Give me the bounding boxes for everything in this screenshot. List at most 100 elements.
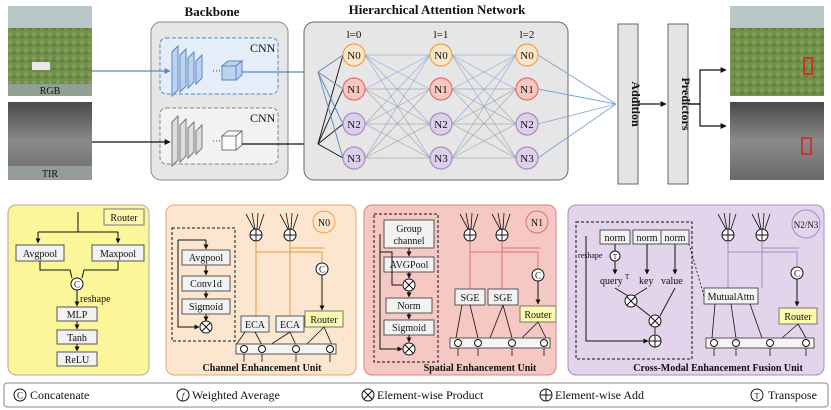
cnn-label-tir: CNN [250, 111, 276, 125]
tir-output-image [730, 102, 824, 180]
han-edge [451, 123, 517, 159]
han-output-edge [537, 54, 617, 105]
legend-transpose: Transpose [768, 388, 817, 402]
router-panel-title: Router [110, 213, 138, 224]
han-input-tir-edge [317, 143, 344, 159]
han-title: Hierarchical Attention Network [349, 2, 526, 17]
router-panel: Router Avgpool Maxpool C reshape MLP Tan… [7, 204, 150, 376]
legend: C Concatenate f Weighted Average Element… [3, 382, 829, 408]
channel-avgpool: Avgpool [189, 253, 223, 264]
svg-text:···: ··· [212, 66, 221, 76]
spatial-router: Router [524, 310, 552, 321]
han-edge [451, 54, 517, 90]
router-mlp: MLP [67, 310, 88, 321]
predictors-label: Predictors [679, 77, 693, 130]
han-node-label: N0 [434, 50, 448, 62]
legend-element-product: Element-wise Product [377, 388, 484, 402]
svg-text:C: C [17, 391, 23, 401]
spatial-sge-1: SGE [461, 293, 480, 304]
han-node-label: N2 [347, 119, 360, 131]
channel-enhancement-panel: N0 Avgpool Conv1d Sigmoid C ECA ECA [165, 204, 357, 376]
han-node [515, 112, 539, 136]
han-edge [364, 123, 431, 159]
han-edge [364, 54, 431, 90]
crossmodal-norm-3: norm [664, 233, 685, 244]
legend-weighted-average: Weighted Average [192, 388, 280, 402]
han-node [342, 112, 366, 136]
spatial-avgpool: AVGPool [390, 260, 429, 271]
crossmodal-mutualattn: MutualAttn [708, 292, 755, 303]
crossmodal-value: value [661, 276, 683, 287]
tir-cnn-layers: ··· [171, 114, 244, 168]
han-input-rgb-edge [317, 71, 344, 125]
han-edge [364, 54, 431, 159]
cnn-label-rgb: CNN [250, 41, 276, 55]
han-node [429, 146, 453, 170]
router-relu: ReLU [65, 355, 90, 366]
crossmodal-router: Router [784, 312, 812, 323]
spatial-norm: Norm [397, 301, 421, 312]
han-output-edge [537, 88, 617, 105]
svg-text:T: T [613, 253, 618, 261]
han-node-label: N2 [520, 119, 533, 131]
han-input-tir-edge [317, 54, 344, 145]
han-input-rgb-edge [317, 54, 344, 73]
crossmodal-caption: Cross-Modal Enhancement Fusion Unit [633, 363, 803, 374]
channel-sigmoid: Sigmoid [189, 302, 223, 313]
level-label-0: l=0 [347, 29, 362, 41]
han-node [429, 77, 453, 101]
tir-input-image: TIR [8, 102, 92, 180]
svg-text:···: ··· [212, 136, 221, 146]
han-node-label: N3 [434, 153, 448, 165]
han-edge [451, 54, 517, 125]
han-node [342, 146, 366, 170]
spatial-group-channel: Group [396, 224, 422, 235]
crossmodal-fusion-panel: N2/N3 norm norm norm reshape T query T k… [567, 204, 825, 376]
han-node-label: N2 [434, 119, 447, 131]
han-node-label: N1 [520, 84, 533, 96]
spatial-concat-symbol: C [535, 271, 541, 281]
han-output-edge [537, 103, 617, 125]
crossmodal-reshape: reshape [578, 251, 603, 260]
router-avgpool: Avgpool [23, 249, 57, 260]
channel-concat-symbol: C [319, 265, 325, 275]
han-node [429, 112, 453, 136]
han-node-label: N3 [520, 153, 534, 165]
rgb-output-image [730, 6, 824, 96]
channel-eca-2: ECA [280, 320, 301, 331]
han-node [342, 43, 366, 67]
router-tanh: Tanh [67, 333, 87, 344]
han-node-label: N1 [434, 84, 447, 96]
crossmodal-key: key [639, 276, 653, 287]
han-node [515, 43, 539, 67]
legend-element-add: Element-wise Add [555, 388, 644, 402]
han-node-label: N0 [520, 50, 534, 62]
crossmodal-concat-symbol: C [794, 269, 800, 279]
spatial-group-line1: Group [396, 224, 422, 235]
channel-caption: Channel Enhancement Unit [203, 363, 323, 374]
channel-conv1d: Conv1d [190, 279, 222, 290]
spatial-sigmoid: Sigmoid [392, 323, 426, 334]
router-concat-symbol: C [74, 280, 80, 290]
crossmodal-query-sup: T [625, 273, 630, 281]
tir-label: TIR [42, 169, 58, 180]
han-node [515, 77, 539, 101]
han-node [515, 146, 539, 170]
han-edge [364, 88, 431, 159]
backbone-title: Backbone [185, 4, 240, 19]
rgb-input-image: RGB [8, 6, 92, 97]
han-box [303, 21, 569, 181]
crossmodal-tag: N2/N3 [794, 220, 819, 230]
han-input-tir-edge [317, 123, 344, 145]
channel-router: Router [310, 315, 338, 326]
channel-eca-1: ECA [245, 320, 266, 331]
rgb-label: RGB [40, 86, 61, 97]
rgb-cnn-layers: ··· [171, 44, 244, 98]
han-node-label: N1 [347, 84, 360, 96]
legend-concatenate: Concatenate [30, 388, 89, 402]
level-label-1: l=1 [434, 29, 449, 41]
spatial-group-channel-2: channel [393, 236, 424, 247]
level-label-2: l=2 [520, 29, 535, 41]
